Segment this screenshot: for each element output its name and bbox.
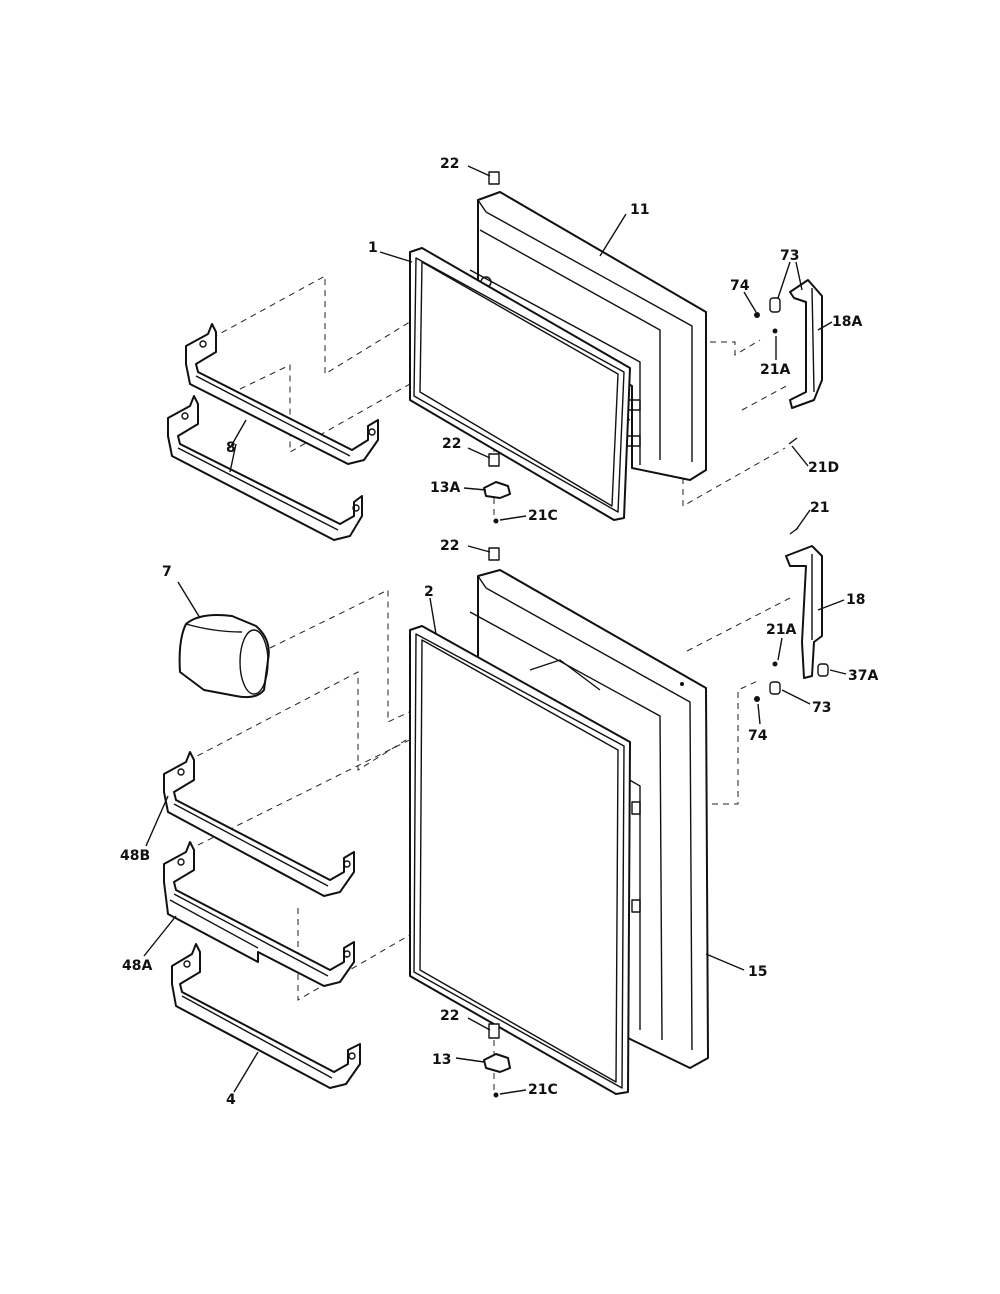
- callout-15: 15: [748, 964, 767, 980]
- door-shelf-48a: [163, 841, 355, 987]
- bottom-hinge-13a: [483, 481, 511, 499]
- callout-22-lower: 22: [440, 538, 459, 554]
- screw-21c-top: [493, 518, 499, 524]
- hinge-18a: [789, 279, 823, 409]
- callout-labels: 22 11 1 73 74 18A 21A 8 22 13A 21C 21D 2…: [120, 156, 878, 1108]
- callout-22-mid: 22: [442, 436, 461, 452]
- hinge-cap-73-lower: [769, 681, 781, 695]
- screw-74-top: [754, 312, 760, 318]
- callout-11: 11: [630, 202, 649, 218]
- callout-22-top: 22: [440, 156, 459, 172]
- callout-21a-top: 21A: [760, 362, 790, 378]
- screw-74-lower: [754, 696, 760, 702]
- callout-73-lower: 73: [812, 700, 831, 716]
- callout-21a-lower: 21A: [766, 622, 796, 638]
- dairy-compartment-7: [178, 614, 270, 699]
- hinge-cap-73-top: [769, 297, 781, 313]
- callout-18a: 18A: [832, 314, 862, 330]
- hardware-parts: [483, 171, 829, 1098]
- callout-21d: 21D: [808, 460, 839, 476]
- callout-74-top: 74: [730, 278, 750, 294]
- screw-21d: [788, 437, 798, 445]
- callout-73-top: 73: [780, 248, 799, 264]
- bottom-hinge-13: [483, 1053, 511, 1073]
- door-shelf-8-lower: [167, 395, 363, 541]
- freezer-gasket-1: [409, 247, 631, 521]
- hinge-18: [785, 545, 823, 679]
- callout-21c-bottom: 21C: [528, 1082, 558, 1098]
- callout-22-bottom: 22: [440, 1008, 459, 1024]
- callout-18: 18: [846, 592, 865, 608]
- callout-2: 2: [424, 584, 434, 600]
- hinge-pin-22-bottom: [488, 1023, 500, 1039]
- leader-lines: [143, 165, 847, 1095]
- callout-13: 13: [432, 1052, 451, 1068]
- freezer-door-11: [469, 191, 707, 481]
- fresh-food-gasket-2: [409, 625, 631, 1095]
- callout-74-lower: 74: [748, 728, 768, 744]
- callout-13a: 13A: [430, 480, 460, 496]
- callout-37a: 37A: [848, 668, 878, 684]
- callout-48b: 48B: [120, 848, 150, 864]
- callout-48a: 48A: [122, 958, 152, 974]
- screw-21a-lower: [772, 661, 778, 667]
- screw-21a-top: [772, 328, 778, 334]
- door-shelf-48b: [163, 751, 355, 897]
- door-shelf-4: [171, 943, 361, 1089]
- hinge-pin-22-mid: [488, 453, 500, 467]
- callout-21: 21: [810, 500, 829, 516]
- callout-1: 1: [368, 240, 378, 256]
- bushing-37a: [817, 663, 829, 677]
- hinge-pin-22-lower: [488, 547, 500, 561]
- door-shelf-8-upper: [185, 323, 379, 465]
- callout-4: 4: [226, 1092, 236, 1108]
- hinge-pin-22-top: [488, 171, 500, 185]
- callout-8: 8: [226, 440, 236, 456]
- callout-7: 7: [162, 564, 172, 580]
- callout-21c-top: 21C: [528, 508, 558, 524]
- screw-21c-bottom: [493, 1092, 499, 1098]
